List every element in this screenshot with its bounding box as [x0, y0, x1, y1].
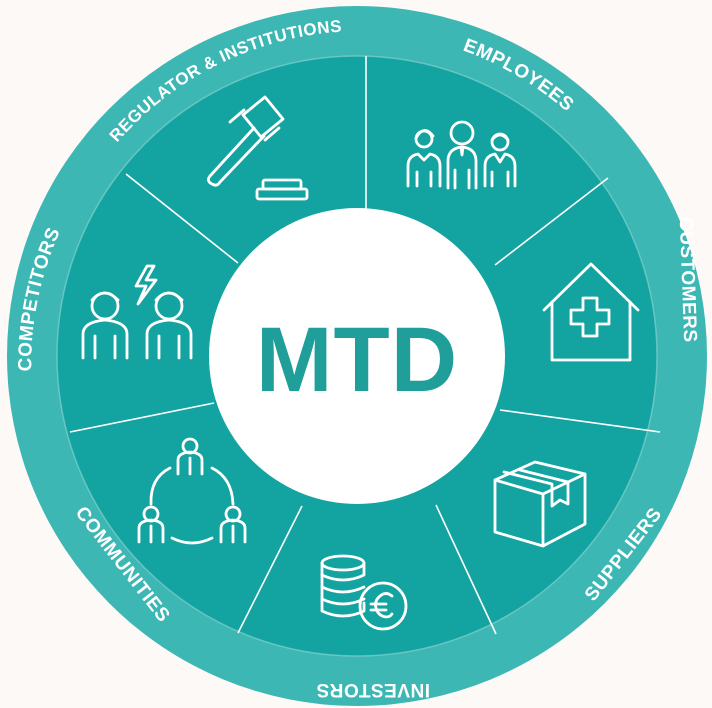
label-customers: CUSTOMERS [675, 217, 700, 343]
gavel-icon [207, 95, 309, 201]
employees-group-icon [406, 120, 517, 190]
network-people-icon [137, 437, 247, 545]
label-investors: INVESTORS [316, 679, 430, 700]
competitors-lightning-icon [81, 264, 193, 360]
inner-ring-edge [56, 55, 658, 657]
center-title: MTD [256, 309, 458, 411]
house-medical-cross-icon [542, 262, 640, 362]
euro-coins-icon [320, 554, 408, 631]
segment-dividers [69, 56, 661, 635]
center-circle [209, 208, 505, 504]
package-box-icon [493, 460, 587, 548]
